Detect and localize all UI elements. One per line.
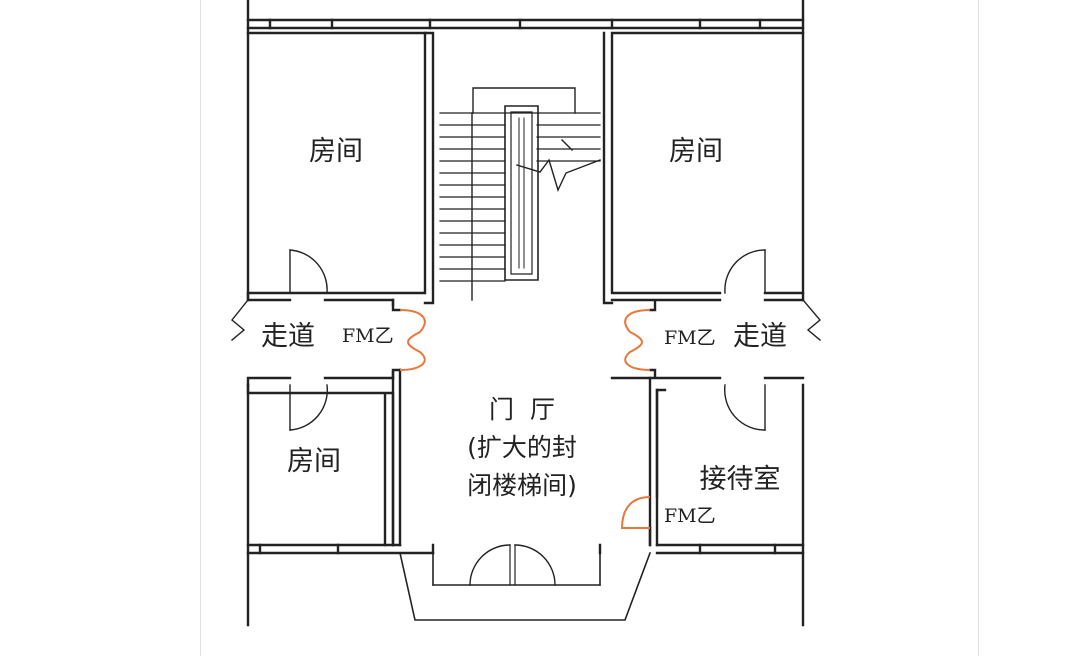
entrance — [399, 544, 652, 621]
hall-title: 门 厅 — [489, 395, 555, 424]
room-label-bottom-left: 房间 — [287, 446, 341, 477]
door-bottom-left-room — [289, 384, 329, 431]
wall-corridor-right — [610, 298, 821, 380]
fire-door-label-reception: FM乙 — [664, 505, 716, 527]
fire-door-reception — [620, 496, 651, 529]
corridor-label-left: 走道 — [261, 321, 315, 352]
fire-door-label-left: FM乙 — [342, 325, 394, 347]
wall-room-top-left — [246, 31, 435, 305]
hall-subtitle-line2: 闭楼梯间) — [467, 471, 577, 500]
fire-door-label-right: FM乙 — [664, 327, 716, 349]
door-top-left-room — [289, 249, 328, 294]
room-label-top-right: 房间 — [669, 136, 723, 167]
hall-subtitle-line1: (扩大的封 — [467, 433, 577, 462]
room-label-top-left: 房间 — [309, 136, 363, 167]
top-wall — [246, 18, 805, 30]
fire-doors — [399, 309, 651, 529]
page-border-left — [200, 0, 201, 656]
room-label-reception: 接待室 — [700, 464, 781, 495]
wall-corridor-left — [231, 291, 402, 387]
corridor-label-right: 走道 — [733, 321, 787, 352]
fire-door-left — [399, 309, 426, 371]
wall-room-top-right — [602, 31, 805, 305]
door-reception — [723, 384, 766, 431]
page-border-right — [978, 0, 979, 656]
door-top-right-room — [724, 249, 766, 294]
fire-door-right — [624, 309, 651, 371]
staircase — [439, 87, 601, 301]
wall-reception — [648, 388, 805, 555]
